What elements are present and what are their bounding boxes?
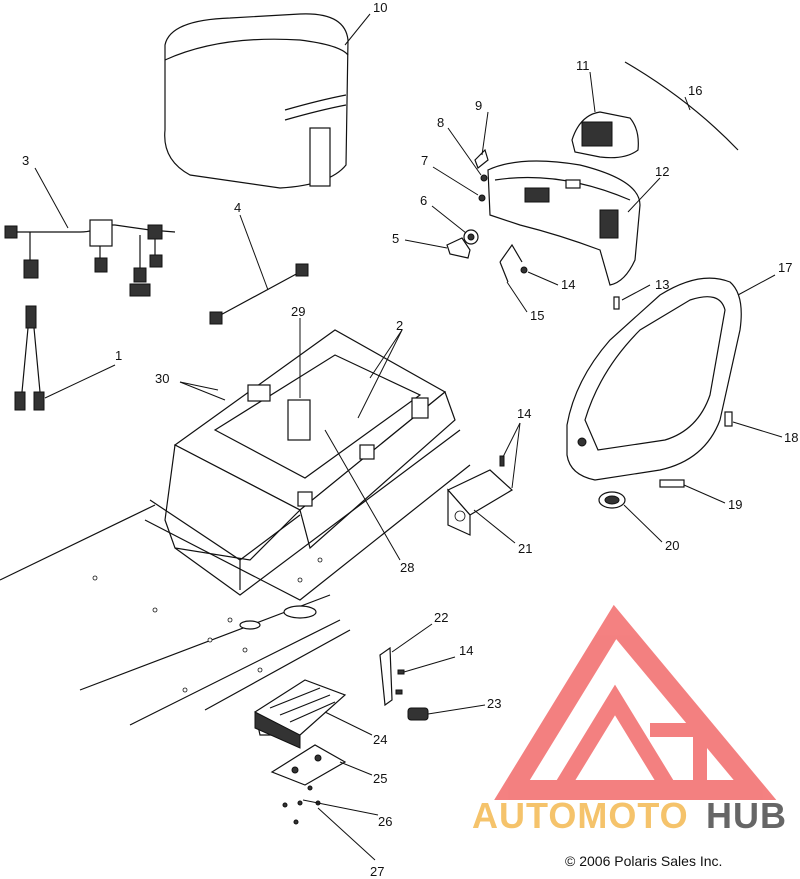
callout-25: 25 [373, 771, 387, 786]
callout-2: 2 [396, 318, 403, 333]
part-25-plate [270, 744, 347, 786]
callout-20: 20 [665, 538, 679, 553]
part-6-grommet [463, 229, 479, 245]
callout-29: 29 [291, 304, 305, 319]
callout-6: 6 [420, 193, 427, 208]
part-16-wire [624, 61, 739, 151]
part-9-bracket [474, 148, 489, 169]
part-24-step [254, 679, 347, 749]
callout-21: 21 [518, 541, 532, 556]
part-7-nut [478, 194, 486, 202]
callout-27: 27 [370, 864, 384, 879]
part-1-wires [14, 305, 45, 411]
callout-10: 10 [373, 0, 387, 15]
callout-30: 30 [155, 371, 169, 386]
watermark-logo [494, 604, 777, 800]
callout-8: 8 [437, 115, 444, 130]
part-22-bracket [379, 646, 405, 707]
part-4-cable [209, 263, 309, 325]
callout-12: 12 [655, 164, 669, 179]
part-tunnel-chassis [0, 329, 471, 726]
part-23-pad [407, 707, 429, 721]
callout-9: 9 [475, 98, 482, 113]
part-18-fastener [724, 411, 733, 427]
callout-18: 18 [784, 430, 798, 445]
part-12-rear-hood [487, 160, 641, 286]
leader-lines [34, 13, 783, 861]
callout-23: 23 [487, 696, 501, 711]
callout-14-top: 14 [561, 277, 575, 292]
part-10-seat [164, 13, 349, 189]
part-21-bracket [447, 455, 514, 536]
callout-26: 26 [378, 814, 392, 829]
watermark-text-part1: AUTOMOTO [472, 795, 689, 836]
part-3-harness [4, 219, 176, 297]
callout-15: 15 [530, 308, 544, 323]
copyright-text: © 2006 Polaris Sales Inc. [565, 853, 722, 869]
callout-3: 3 [22, 153, 29, 168]
part-17-side-panel [566, 277, 742, 481]
part-5-clip [446, 237, 471, 259]
callout-1: 1 [115, 348, 122, 363]
callout-13: 13 [655, 277, 669, 292]
callout-19: 19 [728, 497, 742, 512]
callout-5: 5 [392, 231, 399, 246]
callout-16: 16 [688, 83, 702, 98]
part-20-grommet [598, 491, 626, 509]
callout-24: 24 [373, 732, 387, 747]
watermark-text-part2: HUB [706, 795, 787, 836]
part-19-bolt [659, 479, 685, 488]
part-27-screws [293, 800, 321, 825]
callout-11: 11 [576, 58, 590, 73]
callout-28: 28 [400, 560, 414, 575]
part-13-pin [613, 296, 620, 310]
part-26-screws [282, 785, 313, 808]
callout-7: 7 [421, 153, 428, 168]
callout-14-mid: 14 [517, 406, 531, 421]
part-15-rod [499, 243, 528, 283]
callout-17: 17 [778, 260, 792, 275]
callout-22: 22 [434, 610, 448, 625]
callout-4: 4 [234, 200, 241, 215]
part-8-washer [480, 174, 488, 182]
part-11-taillight [571, 111, 639, 159]
callout-14-bottom: 14 [459, 643, 473, 658]
